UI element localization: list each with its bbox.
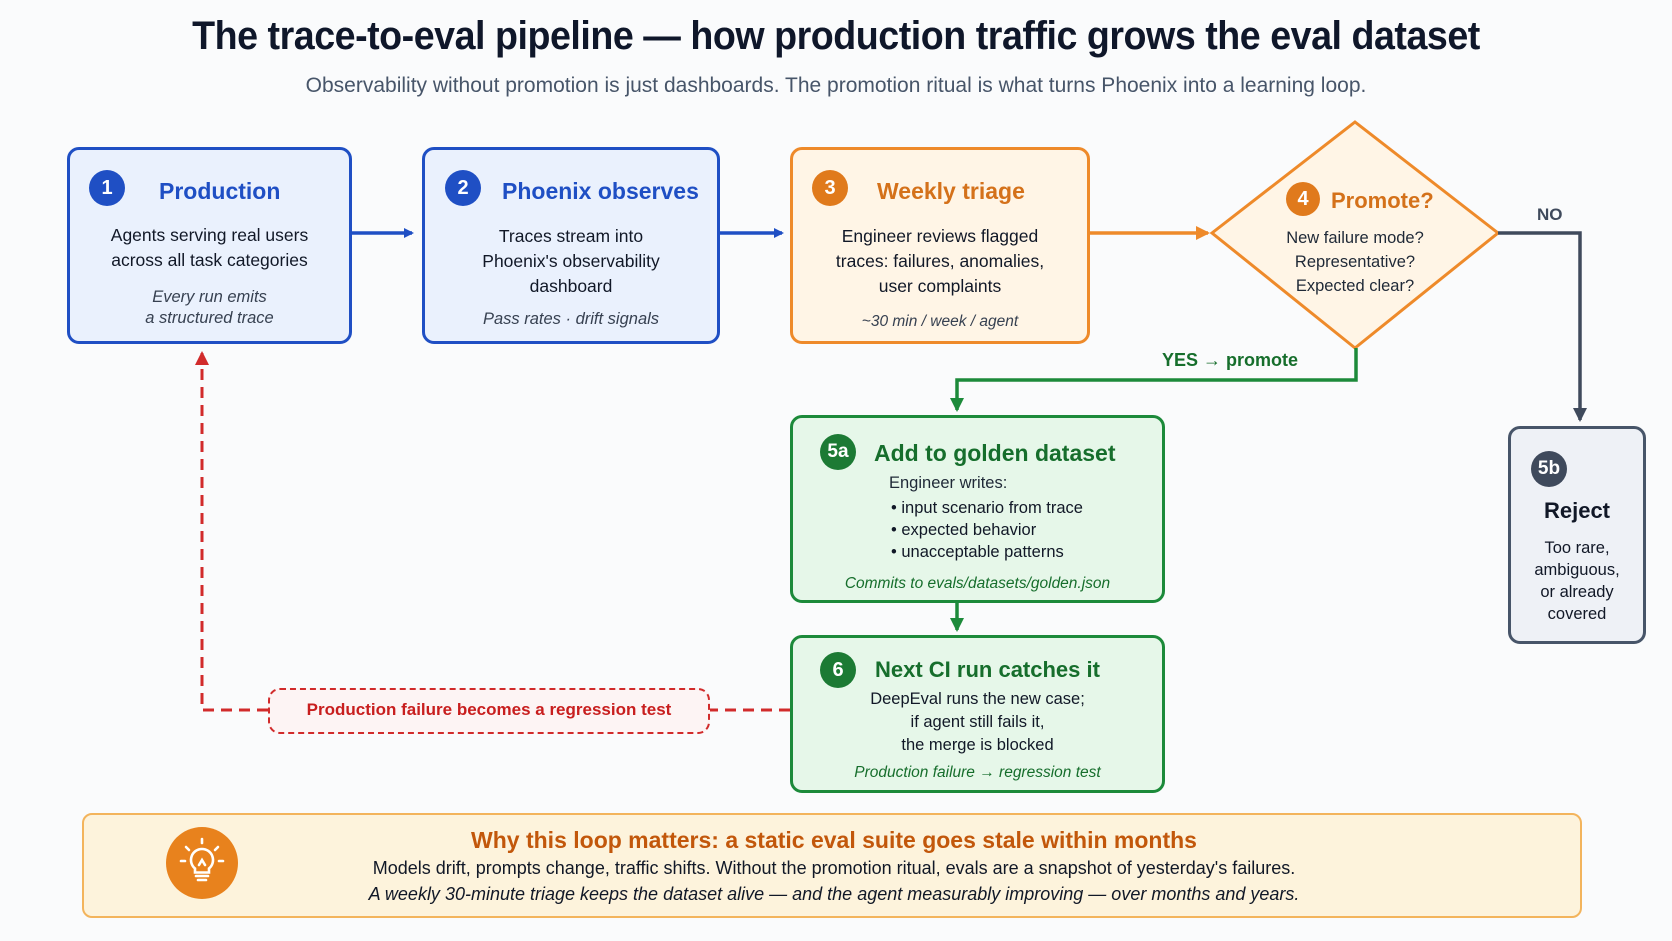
promote-title: Promote?: [1331, 188, 1434, 213]
production-body-line-1: Agents serving real users: [110, 225, 309, 245]
production-box: 1 Production Agents serving real users a…: [67, 147, 352, 344]
footer-line-1: Models drift, prompts change, traffic sh…: [372, 858, 1296, 878]
reject-title: Reject: [1543, 498, 1611, 523]
phoenix-body-line-2: Phoenix's observability: [482, 251, 660, 271]
lightbulb-icon-svg: [179, 837, 225, 882]
phoenix-title: Phoenix observes: [502, 178, 699, 204]
golden-items-list: input scenario from trace expected behav…: [891, 497, 1083, 563]
reject-body-line-2: ambiguous,: [1534, 561, 1620, 579]
ci-note: Production failure → regression test: [854, 764, 1101, 781]
reject-body-line-4: covered: [1547, 605, 1607, 623]
golden-note: Commits to evals/datasets/golden.json: [844, 575, 1111, 592]
production-title: Production: [159, 178, 281, 204]
reject-body-line-3: or already: [1540, 583, 1614, 601]
footer-line-2: A weekly 30-minute triage keeps the data…: [368, 884, 1300, 904]
triage-body-line-1: Engineer reviews flagged: [841, 226, 1039, 246]
triage-body-line-3: user complaints: [878, 276, 1002, 296]
step-number-5b: 5b: [1531, 451, 1567, 487]
reject-body-line-1: Too rare,: [1544, 539, 1610, 557]
phoenix-body-line-3: dashboard: [529, 276, 613, 296]
ci-body-line-3: the merge is blocked: [901, 736, 1054, 754]
loop-label-text: Production failure becomes a regression …: [306, 700, 672, 719]
ci-body-line-2: if agent still fails it,: [910, 713, 1045, 731]
triage-note: ~30 min / week / agent: [861, 313, 1019, 330]
arrow-yes-to-golden: [950, 348, 1358, 412]
ci-title: Next CI run catches it: [875, 657, 1100, 682]
reject-box: 5b Reject Too rare, ambiguous, or alread…: [1508, 426, 1646, 644]
step-number-1: 1: [89, 170, 125, 206]
triage-title: Weekly triage: [877, 178, 1025, 204]
golden-dataset-box: 5a Add to golden dataset Engineer writes…: [790, 415, 1165, 603]
page-title: The trace-to-eval pipeline — how product…: [192, 14, 1480, 58]
promote-question-3: Expected clear?: [1295, 277, 1415, 295]
footer-callout: Why this loop matters: a static eval sui…: [82, 813, 1582, 918]
no-label: NO: [1537, 205, 1563, 224]
loop-label-pill: Production failure becomes a regression …: [268, 688, 710, 734]
page-subtitle: Observability without promotion is just …: [305, 74, 1367, 97]
production-body-line-2: across all task categories: [111, 250, 308, 270]
arrow-ci-loop-to-production: [195, 351, 790, 712]
promote-question-1: New failure mode?: [1286, 229, 1424, 247]
step-number-3: 3: [812, 170, 848, 206]
yes-promote-label: YES → promote: [1162, 350, 1299, 370]
production-note-line-1: Every run emits: [152, 288, 267, 306]
triage-box: 3 Weekly triage Engineer reviews flagged…: [790, 147, 1090, 344]
step-number-2: 2: [445, 170, 481, 206]
golden-title: Add to golden dataset: [874, 440, 1116, 466]
footer-title: Why this loop matters: a static eval sui…: [471, 827, 1197, 853]
lightbulb-icon: [166, 827, 238, 899]
promote-question-2: Representative?: [1294, 253, 1416, 271]
golden-lead: Engineer writes:: [889, 474, 1008, 492]
phoenix-note: Pass rates · drift signals: [482, 310, 660, 328]
step-number-4: 4: [1286, 182, 1320, 216]
step-number-6: 6: [820, 652, 856, 688]
golden-item-2: expected behavior: [891, 519, 1083, 541]
golden-item-3: unacceptable patterns: [891, 541, 1083, 563]
golden-item-1: input scenario from trace: [891, 497, 1083, 519]
arrow-no-to-reject: [1498, 231, 1587, 422]
phoenix-box: 2 Phoenix observes Traces stream into Ph…: [422, 147, 720, 344]
ci-body-line-1: DeepEval runs the new case;: [870, 690, 1085, 708]
production-note-line-2: a structured trace: [145, 309, 274, 327]
ci-box: 6 Next CI run catches it DeepEval runs t…: [790, 635, 1165, 793]
triage-body-line-2: traces: failures, anomalies,: [835, 251, 1045, 271]
step-number-5a: 5a: [820, 434, 856, 470]
phoenix-body-line-1: Traces stream into: [498, 226, 644, 246]
